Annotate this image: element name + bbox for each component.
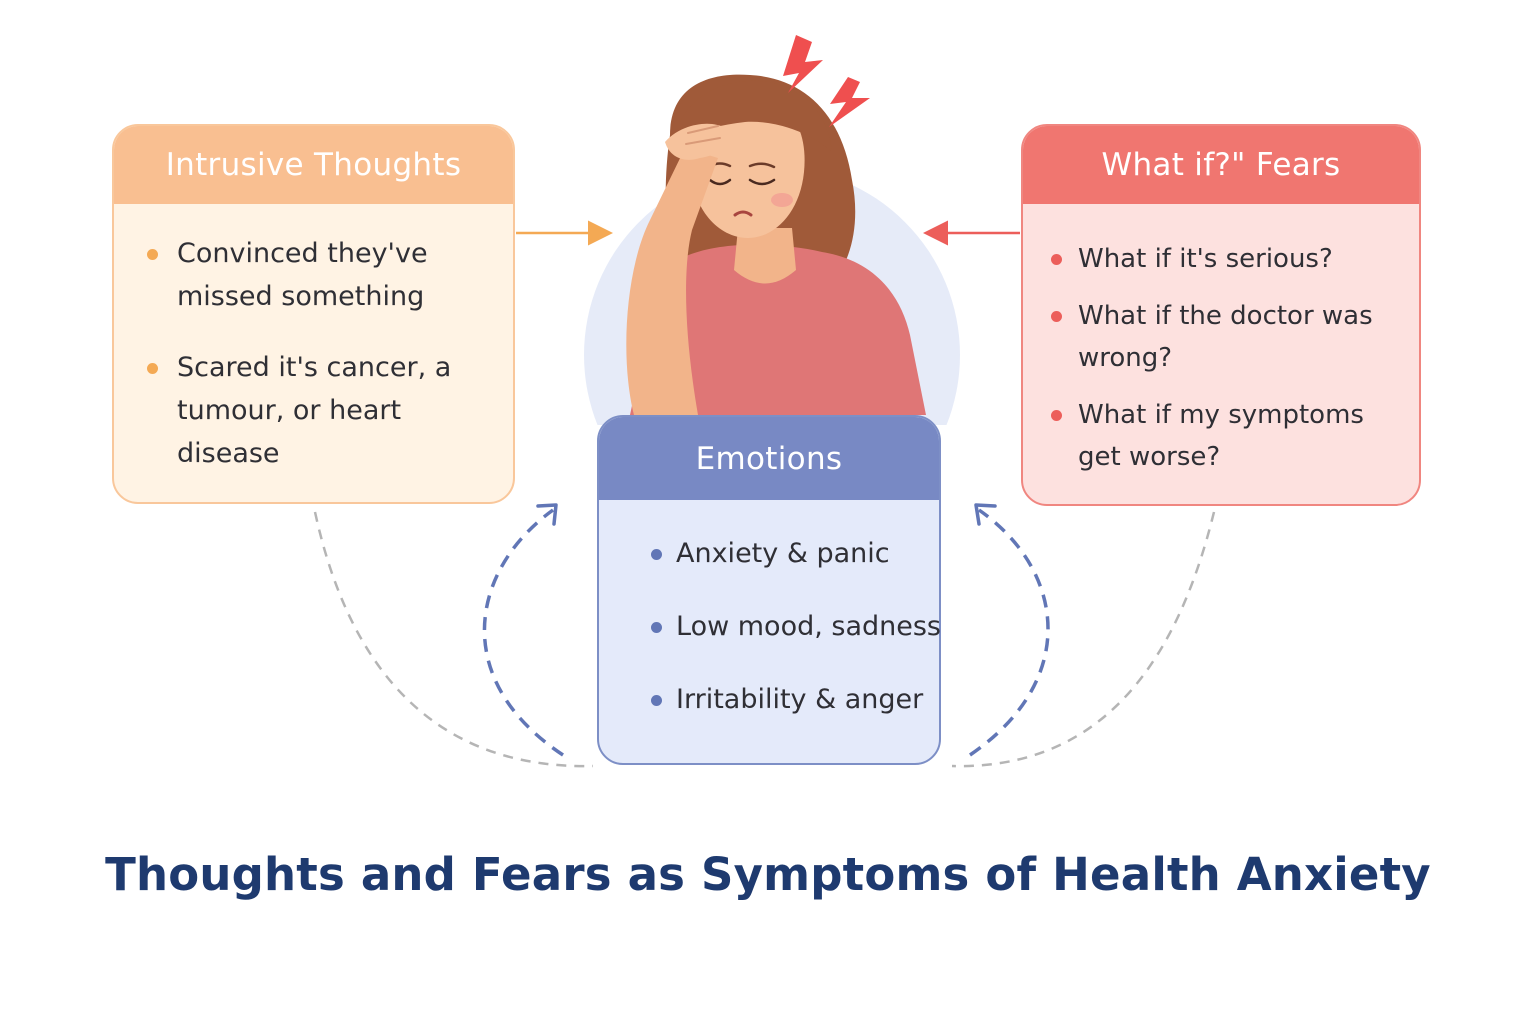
bullet-icon: [651, 549, 662, 560]
what-if-fears-card: What if?" Fears What if it's serious? Wh…: [1021, 124, 1421, 506]
list-item-text: What if my symptoms get worse?: [1078, 400, 1364, 472]
what-if-fears-title: What if?" Fears: [1023, 126, 1419, 204]
list-item: Convinced they've missed something: [147, 232, 473, 318]
list-item: Low mood, sadness: [651, 609, 942, 645]
intrusive-thoughts-card: Intrusive Thoughts Convinced they've mis…: [112, 124, 515, 504]
list-item: Scared it's cancer, a tumour, or heart d…: [147, 346, 473, 475]
diagram-caption: Thoughts and Fears as Symptoms of Health…: [105, 848, 1431, 901]
list-item: Anxiety & panic: [651, 536, 939, 572]
neck: [734, 228, 796, 284]
eye-left: [708, 178, 732, 186]
what-if-fears-list: What if it's serious? What if the doctor…: [1023, 204, 1419, 478]
bullet-icon: [651, 622, 662, 633]
dashed-arrow-right-blue: [969, 508, 1050, 757]
list-item-text: Convinced they've missed something: [177, 238, 428, 312]
arm: [626, 148, 718, 415]
bullet-icon: [651, 695, 662, 706]
intrusive-thoughts-list: Convinced they've missed something Scare…: [114, 204, 513, 475]
arrowhead-left-blue: [536, 503, 558, 526]
finger-line-1: [687, 125, 719, 134]
list-item-text: What if the doctor was wrong?: [1078, 301, 1373, 373]
list-item-text: Scared it's cancer, a tumour, or heart d…: [177, 352, 452, 469]
list-item-text: Irritability & anger: [676, 684, 924, 715]
list-item-text: Low mood, sadness: [676, 611, 942, 642]
list-item: What if my symptoms get worse?: [1051, 394, 1399, 478]
bullet-icon: [1051, 254, 1062, 265]
emotions-card: Emotions Anxiety & panic Low mood, sadne…: [597, 415, 941, 765]
hair-front: [674, 80, 832, 152]
finger-line-2: [685, 137, 721, 145]
emotions-list: Anxiety & panic Low mood, sadness Irrita…: [599, 500, 942, 718]
eye-right: [748, 178, 776, 186]
bullet-icon: [1051, 311, 1062, 322]
list-item: What if the doctor was wrong?: [1051, 295, 1399, 379]
bullet-icon: [147, 363, 158, 374]
brow-right: [748, 162, 776, 169]
list-item-text: What if it's serious?: [1078, 244, 1333, 274]
dashed-loop-left-gray: [313, 511, 594, 768]
emotions-title: Emotions: [599, 417, 939, 500]
list-item-text: Anxiety & panic: [676, 538, 890, 569]
mouth: [733, 210, 753, 217]
bullet-icon: [1051, 410, 1062, 421]
lightning-bolt-icon: [829, 77, 870, 127]
list-item: Irritability & anger: [651, 682, 939, 718]
dashed-loop-right-gray: [951, 511, 1216, 768]
list-item: What if it's serious?: [1051, 238, 1399, 280]
woman-headache-illustration: [584, 35, 960, 425]
intrusive-thoughts-title: Intrusive Thoughts: [114, 126, 513, 204]
bullet-icon: [147, 249, 158, 260]
blush: [771, 193, 793, 207]
dashed-arrow-left-blue: [482, 508, 564, 757]
shirt: [630, 244, 926, 415]
lightning-bolt-icon: [783, 35, 823, 93]
arrowhead-right-blue: [974, 503, 997, 526]
